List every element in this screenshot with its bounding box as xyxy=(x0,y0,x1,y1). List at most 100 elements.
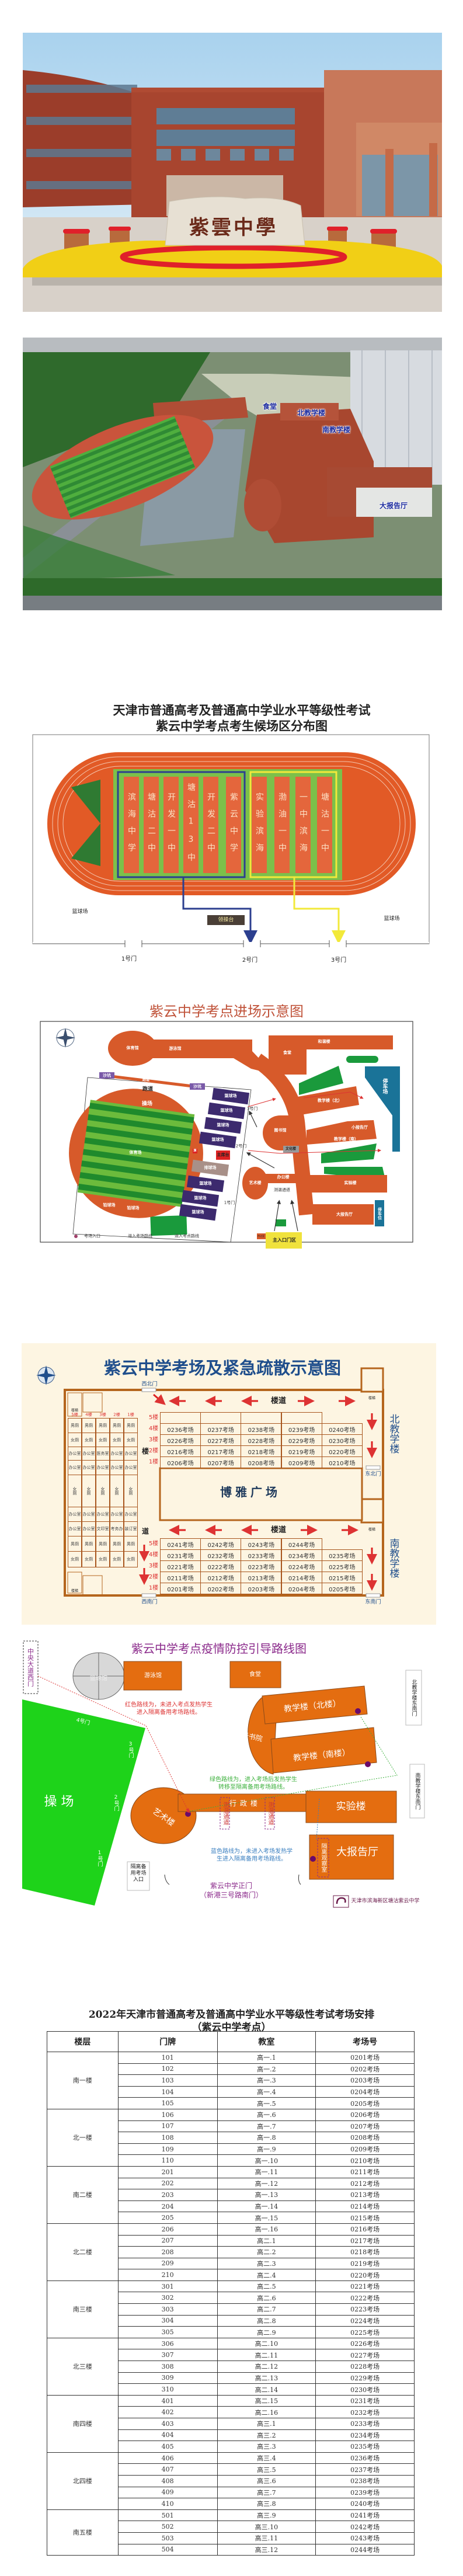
side-room: 办公室 xyxy=(110,1507,124,1522)
exam-room-cell: 0202考场 xyxy=(200,1583,242,1594)
exam-room-cell: 0227考场 xyxy=(315,2349,415,2362)
west-gate-label: 中央大道西门 xyxy=(26,1648,34,1687)
door-cell: 103 xyxy=(117,2074,218,2087)
exam-room-cell xyxy=(160,1412,201,1424)
exam-room-cell: 0238考场 xyxy=(241,1423,282,1435)
side-room: 办公室 xyxy=(82,1447,96,1461)
exam-room-cell: 0210考场 xyxy=(321,1456,363,1468)
legend-exam-route: 进入考场路线 xyxy=(128,1233,152,1239)
exam-room-cell: 0231考场 xyxy=(315,2394,415,2407)
door-cell: 402 xyxy=(117,2406,218,2418)
label-flag: 旗 xyxy=(193,1149,197,1153)
basketball-court-left: 篮球场 xyxy=(72,909,88,915)
exam-room-cell: 0213考场 xyxy=(315,2189,415,2201)
label-lab-building: 实验楼 xyxy=(344,1180,357,1186)
classroom-cell: 高一.9 xyxy=(217,2143,316,2156)
classroom-cell: 高三.7 xyxy=(217,2486,316,2499)
exam-room-cell: 0219考场 xyxy=(281,1445,322,1457)
exam-room-cell: 0241考场 xyxy=(315,2509,415,2522)
door-cell: 205 xyxy=(117,2212,218,2224)
court-label: 篮球场 xyxy=(192,1209,204,1215)
exam-room-cell: 0241考场 xyxy=(160,1538,201,1550)
door-cell: 502 xyxy=(117,2521,218,2533)
side-room: 女厕 xyxy=(82,1551,96,1567)
side-room: 女厕 xyxy=(124,1551,138,1567)
exam-room-cell: 0212考场 xyxy=(315,2177,415,2190)
exam-room-cell: 0226考场 xyxy=(315,2337,415,2350)
sports-court xyxy=(211,1087,250,1105)
door-cell: 202 xyxy=(117,2177,218,2190)
classroom-cell: 高二.5 xyxy=(217,2280,316,2293)
exam-room-cell: 0222考场 xyxy=(200,1560,242,1572)
exam-room-cell: 0214考场 xyxy=(281,1572,322,1583)
side-room: 女厕 xyxy=(96,1433,110,1447)
label-admin-building: 行政楼 xyxy=(229,1799,262,1807)
label-stadium: 体育场 xyxy=(129,1150,142,1155)
exam-room-cell: 0216考场 xyxy=(160,1445,201,1457)
side-room: 女厕 xyxy=(68,1551,82,1567)
classroom-cell: 高一.11 xyxy=(217,2165,316,2178)
sports-court xyxy=(204,1117,242,1134)
classroom-cell: 高三.9 xyxy=(217,2509,316,2522)
side-room: 男厕 xyxy=(82,1418,96,1433)
sports-court xyxy=(181,1190,220,1207)
side-room: 男厕 xyxy=(96,1536,110,1552)
south-building-label: 南教学楼 xyxy=(387,1538,399,1578)
court-label: 篮球场 xyxy=(217,1122,229,1128)
floor-cell: 北二楼 xyxy=(47,2223,119,2281)
backup-exam-entrance-label: 隔离备用考场入口 xyxy=(130,1864,147,1883)
waiting-lane xyxy=(226,777,241,873)
exam-room-cell: 0201考场 xyxy=(315,2052,415,2064)
exam-room-cell: 0212考场 xyxy=(200,1572,242,1583)
label-auditorium: 大报告厅 xyxy=(336,1212,353,1217)
side-floor-label: 1楼 xyxy=(127,1412,134,1417)
exam-room-cell: 0222考场 xyxy=(315,2292,415,2304)
exam-room-cell: 0213考场 xyxy=(241,1572,282,1583)
exam-room-cell: 0227考场 xyxy=(200,1434,242,1446)
side-floor-label: 4楼 xyxy=(85,1412,92,1417)
door-cell: 308 xyxy=(117,2361,218,2373)
side-room: 女厕 xyxy=(82,1433,96,1447)
exam-room-cell xyxy=(200,1412,242,1424)
classroom-cell: 高二.4 xyxy=(217,2269,316,2281)
legend-site-route: 进入考点路线 xyxy=(175,1233,199,1239)
exam-room-cell: 0224考场 xyxy=(315,2314,415,2327)
sports-court xyxy=(199,1131,237,1149)
exam-room-cell: 0233考场 xyxy=(315,2418,415,2430)
header-exam-room: 考场号 xyxy=(315,2031,415,2052)
side-room: 办公室 xyxy=(82,1507,96,1522)
corridor-west-label-2: 道 xyxy=(141,1527,149,1535)
classroom-cell: 高三.1 xyxy=(217,2418,316,2430)
sports-court xyxy=(207,1102,246,1120)
side-room: 女厕 xyxy=(124,1433,138,1447)
blue-route-note-1: 蓝色路线为，未进入考场发热学 xyxy=(211,1848,293,1855)
entry-route-map xyxy=(40,1021,413,1249)
classroom-cell: 高一.15 xyxy=(217,2212,316,2224)
door-cell: 404 xyxy=(117,2429,218,2442)
gate-southeast: 东南门 xyxy=(365,1599,381,1605)
gate-northeast: 东北门 xyxy=(365,1471,381,1478)
court-label: 篮球场 xyxy=(194,1195,207,1201)
classroom-cell: 高二.2 xyxy=(217,2246,316,2258)
label-shotput-2: 铅球场 xyxy=(127,1205,140,1211)
exam-room-cell: 0225考场 xyxy=(315,2326,415,2338)
compass-icon xyxy=(36,1365,56,1385)
temp-channel-2: 测温通道 xyxy=(267,1802,273,1825)
classroom-cell: 高二.6 xyxy=(217,2292,316,2304)
classroom-cell: 高三.10 xyxy=(217,2521,316,2533)
side-room: 办公室 xyxy=(68,1460,82,1475)
exam-room-cell: 0209考场 xyxy=(281,1456,322,1468)
classroom-cell: 高三.11 xyxy=(217,2532,316,2544)
classroom-cell: 高一.14 xyxy=(217,2200,316,2213)
side-room: 文印室 xyxy=(96,1521,110,1536)
label-gym: 体育馆 xyxy=(126,1045,139,1051)
exam-room-cell: 0242考场 xyxy=(315,2521,415,2533)
